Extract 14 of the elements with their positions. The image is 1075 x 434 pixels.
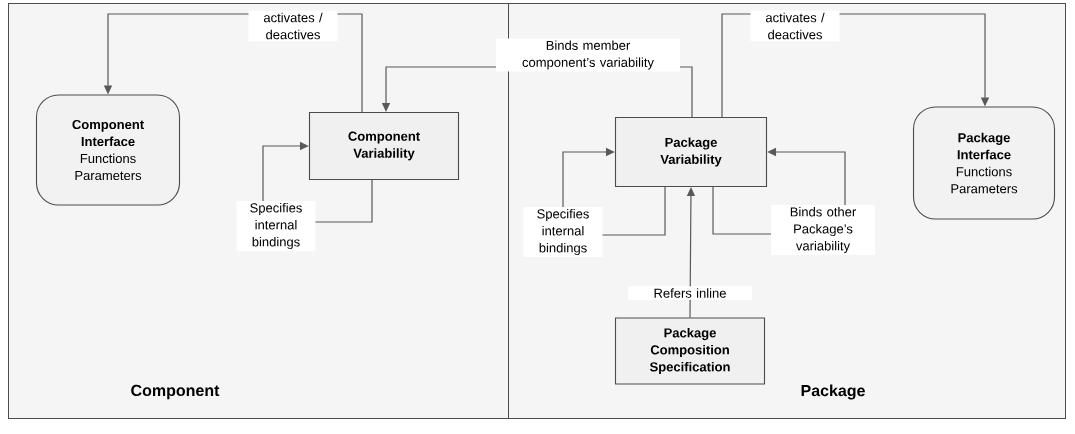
variability-box: Component Variability bbox=[308, 111, 460, 181]
interface-box: Component Interface Functions Parameters bbox=[35, 94, 181, 206]
edge-label: Refers inline bbox=[628, 286, 752, 300]
interface-box: Package Interface Functions Parameters bbox=[912, 106, 1056, 220]
edge-label: activates / deactives bbox=[750, 10, 840, 42]
edge-label: Specifies internal bindings bbox=[523, 206, 603, 258]
variability-box: Package Variability bbox=[614, 116, 768, 188]
edge-label: Binds other Package’s variability bbox=[771, 204, 875, 256]
panel-heading: Component bbox=[131, 384, 220, 400]
specification-box: Package Composition Specification bbox=[614, 317, 766, 385]
panel-heading: Package bbox=[801, 384, 865, 400]
edge-label: activates / deactives bbox=[248, 10, 338, 42]
edge-label: Specifies internal bindings bbox=[236, 200, 316, 252]
edge-label: Binds member component’s variability bbox=[496, 38, 680, 72]
